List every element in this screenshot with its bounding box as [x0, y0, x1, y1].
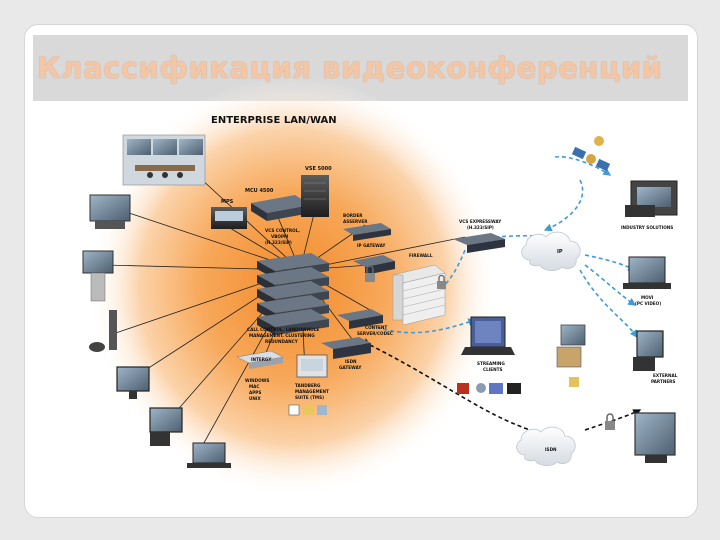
movi-label: MOVI (PC VIDEO) — [635, 295, 661, 306]
border-server-label: BORDER ASSERVER — [343, 213, 368, 224]
isdn-cloud-label: ISDN — [545, 447, 557, 452]
laptop-client-icon — [187, 442, 231, 468]
mcu-server-icon — [251, 195, 311, 221]
telepresence-room-icon — [122, 134, 206, 186]
streaming-laptop-icon — [461, 316, 515, 355]
tms-icon — [296, 354, 328, 378]
content-server-label: CONTENT SERVER/CODEC — [357, 325, 393, 336]
industry-solutions-label: INDUSTRY SOLUTIONS — [621, 225, 673, 230]
ip-cloud-icon — [521, 231, 581, 271]
server-stack-icon — [257, 253, 329, 335]
tms-label: TANDBERG MANAGEMENT SUITE (TMS) — [295, 383, 330, 400]
vcs-label: VCS CONTROL, VBOPM (H.323/SIP) — [265, 228, 301, 245]
isdn-gateway-icon — [321, 337, 371, 359]
mcu-label: MCU 4500 — [245, 188, 274, 194]
vse-server-icon — [301, 175, 329, 217]
interfaces-label: WINDOWS MAC APPS UNIX — [245, 378, 271, 401]
slide-title: Классификация видеоконференций — [37, 51, 663, 85]
ip-label: IP — [557, 249, 563, 255]
firewall-label: FIREWALL — [409, 253, 433, 258]
ip-gateway-label: IP GATEWAY — [357, 243, 386, 248]
firewall-icon — [392, 264, 446, 326]
content-server-icon — [337, 309, 383, 329]
slide: Классификация видеоконференций — [24, 24, 698, 518]
streaming-clients-label: STREAMING CLIENTS — [477, 361, 506, 372]
movi-laptop-icon — [623, 256, 671, 289]
kiosk-system-icon — [82, 250, 114, 302]
intergy-server-icon — [236, 350, 284, 369]
external-phone-icon — [633, 330, 664, 371]
globe-icon — [594, 136, 604, 146]
vse-label: VSE 5000 — [305, 166, 332, 172]
streaming-apps-icon — [457, 383, 521, 394]
mobile-device-icon — [556, 324, 586, 387]
isdn-lock-icon — [605, 413, 615, 430]
isdn-gateway-label: ISDN GATEWAY — [339, 359, 362, 370]
external-monitor-icon — [634, 412, 676, 463]
network-diagram: ENTERPRISE LAN/WAN — [82, 77, 679, 497]
mps-label: MPS — [221, 199, 234, 205]
intergy-label: INTERGY — [251, 357, 272, 362]
border-server-icon — [343, 223, 391, 241]
industry-case-icon — [625, 180, 678, 217]
call-control-label: CALL CONTROL, LANDOWHOLE MANAGEMENT, CLU… — [247, 327, 321, 344]
vcs-expressway-label: VCS EXPRESSWAY (H.323/SIP) — [459, 219, 503, 230]
isdn-external-link — [584, 409, 642, 431]
satellite-icon — [571, 146, 611, 172]
video-phone-icon — [149, 407, 183, 446]
firewall-lock-icon — [437, 274, 446, 289]
tms-apps-icon — [288, 404, 327, 416]
external-partners-label: EXTERNAL PARTNERS — [651, 373, 679, 384]
conference-monitor-icon — [89, 194, 131, 229]
vcs-expressway-icon — [453, 233, 505, 253]
desktop-codec-icon — [89, 310, 117, 352]
mps-server-icon — [211, 207, 247, 229]
desktop-monitor-icon — [116, 366, 150, 399]
isdn-cloud-icon — [516, 426, 576, 466]
lock-icon — [365, 265, 375, 282]
enterprise-heading: ENTERPRISE LAN/WAN — [211, 115, 337, 126]
